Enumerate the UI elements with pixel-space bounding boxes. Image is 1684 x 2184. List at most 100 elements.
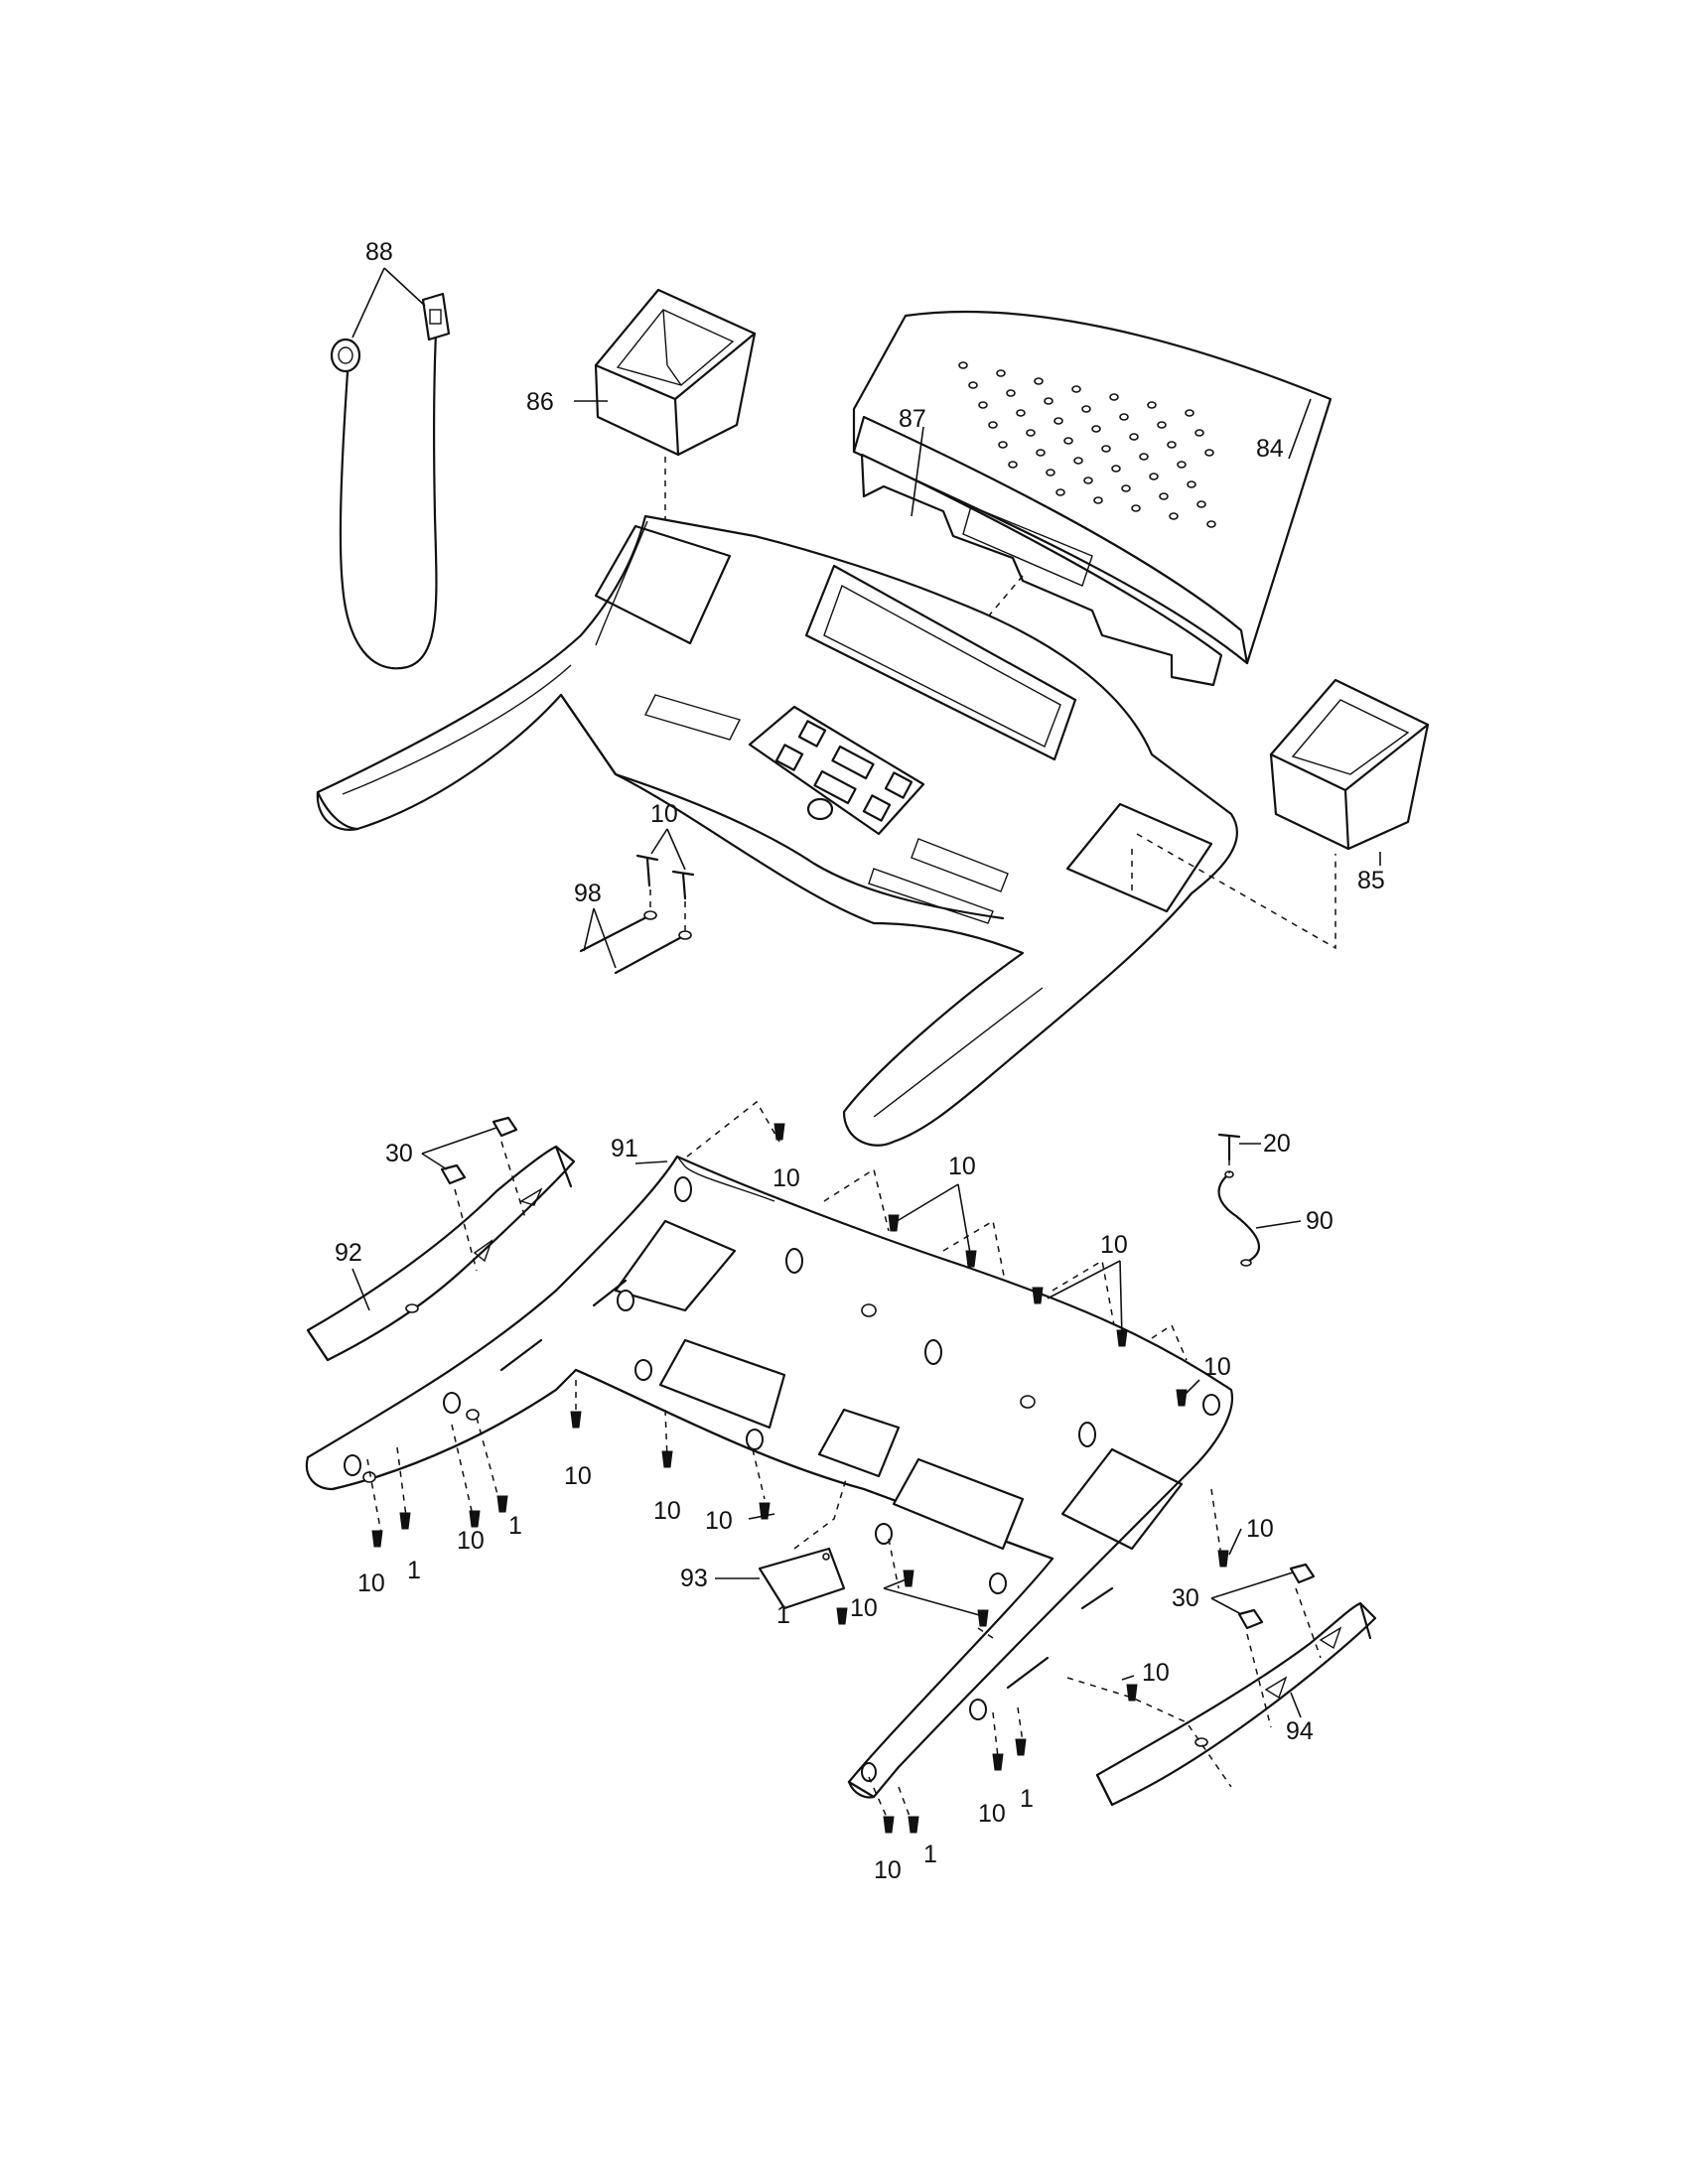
vent-hole — [1204, 449, 1214, 457]
vent-hole — [1008, 461, 1018, 469]
label-10: 10 — [1246, 1515, 1274, 1543]
label-1: 1 — [407, 1557, 421, 1584]
vent-hole — [1194, 429, 1204, 437]
vent-hole — [1091, 425, 1101, 433]
part-88-safety-key — [330, 292, 451, 670]
screw-icon — [496, 1495, 508, 1513]
part-91-lower-hood — [305, 1155, 1234, 1799]
vent-hole — [1147, 401, 1157, 409]
vent-hole — [1177, 461, 1187, 469]
screw-icon — [469, 1510, 481, 1528]
vent-hole — [1093, 496, 1103, 504]
vent-hole — [1149, 473, 1159, 480]
vent-hole — [1159, 492, 1169, 500]
vent-hole — [1101, 445, 1111, 453]
vent-hole — [1119, 413, 1129, 421]
label-90: 90 — [1306, 1207, 1333, 1235]
vent-hole — [978, 401, 988, 409]
vent-hole — [1131, 504, 1141, 512]
vent-hole — [998, 441, 1008, 449]
part-93-access-cover — [758, 1547, 846, 1610]
label-88: 88 — [365, 238, 393, 266]
part-86-left-tray — [594, 288, 757, 457]
screw-icon — [908, 1816, 919, 1834]
vent-hole — [1081, 405, 1091, 413]
part-90-ground-wire — [1217, 1170, 1260, 1267]
vent-hole — [1006, 389, 1016, 397]
vent-hole — [968, 381, 978, 389]
vent-hole — [1053, 417, 1063, 425]
vent-hole — [1169, 512, 1179, 520]
label-10: 10 — [457, 1527, 485, 1555]
console-base-upper-frame — [316, 514, 1238, 1147]
vent-hole — [1055, 488, 1065, 496]
label-10: 10 — [978, 1800, 1006, 1828]
screw-icon — [1126, 1684, 1138, 1702]
vent-hole — [958, 361, 968, 369]
label-1: 1 — [1020, 1785, 1034, 1813]
vent-hole — [1196, 500, 1206, 508]
vent-hole — [1044, 397, 1053, 405]
label-94: 94 — [1286, 1717, 1314, 1745]
label-10: 10 — [1100, 1231, 1128, 1259]
vent-hole — [1063, 437, 1073, 445]
vent-hole — [996, 369, 1006, 377]
label-1: 1 — [508, 1512, 522, 1540]
label-1: 1 — [776, 1601, 790, 1629]
vent-hole — [1167, 441, 1177, 449]
vent-hole — [1016, 409, 1026, 417]
label-10: 10 — [1142, 1659, 1170, 1687]
vent-hole — [1109, 393, 1119, 401]
label-87: 87 — [899, 405, 926, 433]
screw-icon — [1015, 1738, 1027, 1756]
label-86: 86 — [526, 388, 554, 416]
vent-hole — [1071, 385, 1081, 393]
vent-hole — [1034, 377, 1044, 385]
screw-icon — [1176, 1389, 1188, 1407]
screw-20 — [1217, 1133, 1241, 1161]
vent-hole — [1139, 453, 1149, 461]
label-10: 10 — [874, 1856, 902, 1884]
label-10: 10 — [1203, 1353, 1231, 1381]
screw-icon — [977, 1609, 989, 1627]
screw-icon — [371, 1530, 383, 1548]
console-cover-vents — [958, 361, 1216, 528]
label-93: 93 — [680, 1565, 708, 1592]
label-91: 91 — [611, 1135, 638, 1162]
label-1: 1 — [923, 1841, 937, 1868]
vent-hole — [1129, 433, 1139, 441]
label-10: 10 — [653, 1497, 681, 1525]
label-30-right: 30 — [1172, 1584, 1199, 1612]
vent-hole — [988, 421, 998, 429]
part-94-right-rail — [1095, 1601, 1377, 1807]
label-92: 92 — [335, 1239, 362, 1267]
part-92-left-rail — [306, 1145, 576, 1362]
screw-icon — [1217, 1550, 1229, 1568]
screws-10-upper — [635, 854, 695, 900]
clips-30-left — [440, 1116, 518, 1185]
screw-icon — [992, 1753, 1004, 1771]
part-85-right-tray — [1269, 678, 1430, 851]
callout-labels: 88 86 84 87 85 10 98 30 91 10 10 10 20 9… — [335, 238, 1385, 1884]
screw-icon — [836, 1607, 848, 1625]
vent-hole — [1111, 465, 1121, 473]
vent-hole — [1073, 457, 1083, 465]
label-85: 85 — [1357, 867, 1385, 894]
label-84: 84 — [1256, 435, 1284, 463]
label-10: 10 — [948, 1153, 976, 1180]
part-98-wires — [579, 910, 692, 975]
screw-icon — [399, 1512, 411, 1530]
label-20: 20 — [1263, 1130, 1291, 1158]
vent-hole — [1026, 429, 1036, 437]
screw-icon — [570, 1411, 582, 1429]
label-10: 10 — [564, 1462, 592, 1490]
label-10: 10 — [850, 1594, 878, 1622]
part-84-console-cover — [852, 310, 1333, 687]
vent-hole — [1036, 449, 1046, 457]
vent-hole — [1083, 477, 1093, 484]
vent-hole — [1121, 484, 1131, 492]
clips-30-right — [1237, 1563, 1316, 1630]
label-10: 10 — [772, 1164, 800, 1192]
screw-icon — [1032, 1287, 1044, 1304]
